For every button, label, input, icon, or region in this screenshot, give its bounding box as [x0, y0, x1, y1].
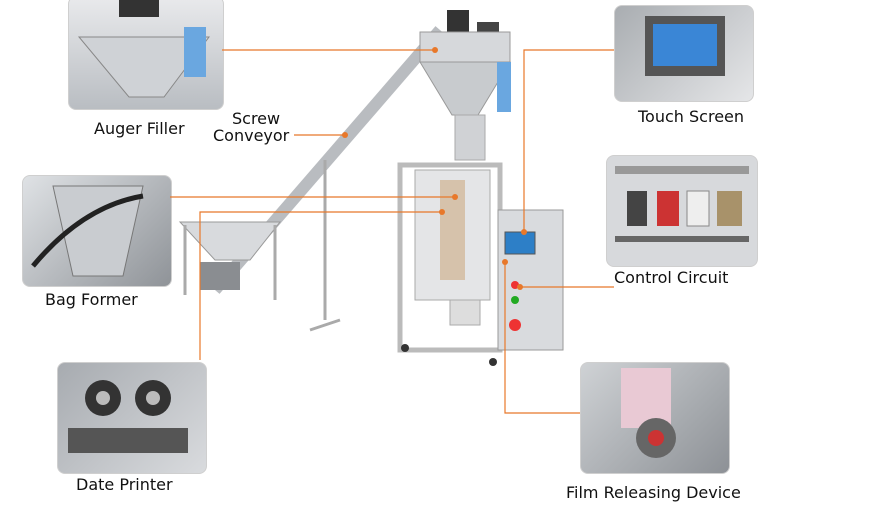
leader-date-printer: [199, 211, 442, 360]
label-date-printer: Date Printer: [76, 475, 173, 494]
label-control-circuit: Control Circuit: [614, 268, 729, 287]
label-screw-conveyor-line1: Screw: [232, 109, 281, 128]
feed-hopper: [178, 221, 282, 261]
label-bag-former: Bag Former: [45, 290, 138, 309]
film-releasing-photo: [580, 362, 730, 474]
bag-former-photo: [22, 175, 172, 287]
touch-screen-photo: [614, 5, 754, 102]
hopper-motor: [200, 262, 240, 290]
touch-screen-panel: [504, 231, 536, 255]
leader-touch-screen: [523, 49, 614, 232]
label-auger-filler: Auger Filler: [94, 119, 185, 138]
date-printer-photo: [57, 362, 207, 474]
label-film-releasing-device: Film Releasing Device: [566, 483, 741, 502]
auger-motor: [447, 10, 469, 32]
leader-film-releasing: [504, 262, 580, 414]
label-screw-conveyor-line2: Conveyor: [213, 126, 290, 145]
control-circuit-photo: [606, 155, 758, 267]
auger-filler-photo: [68, 0, 224, 110]
label-touch-screen: Touch Screen: [638, 107, 745, 126]
